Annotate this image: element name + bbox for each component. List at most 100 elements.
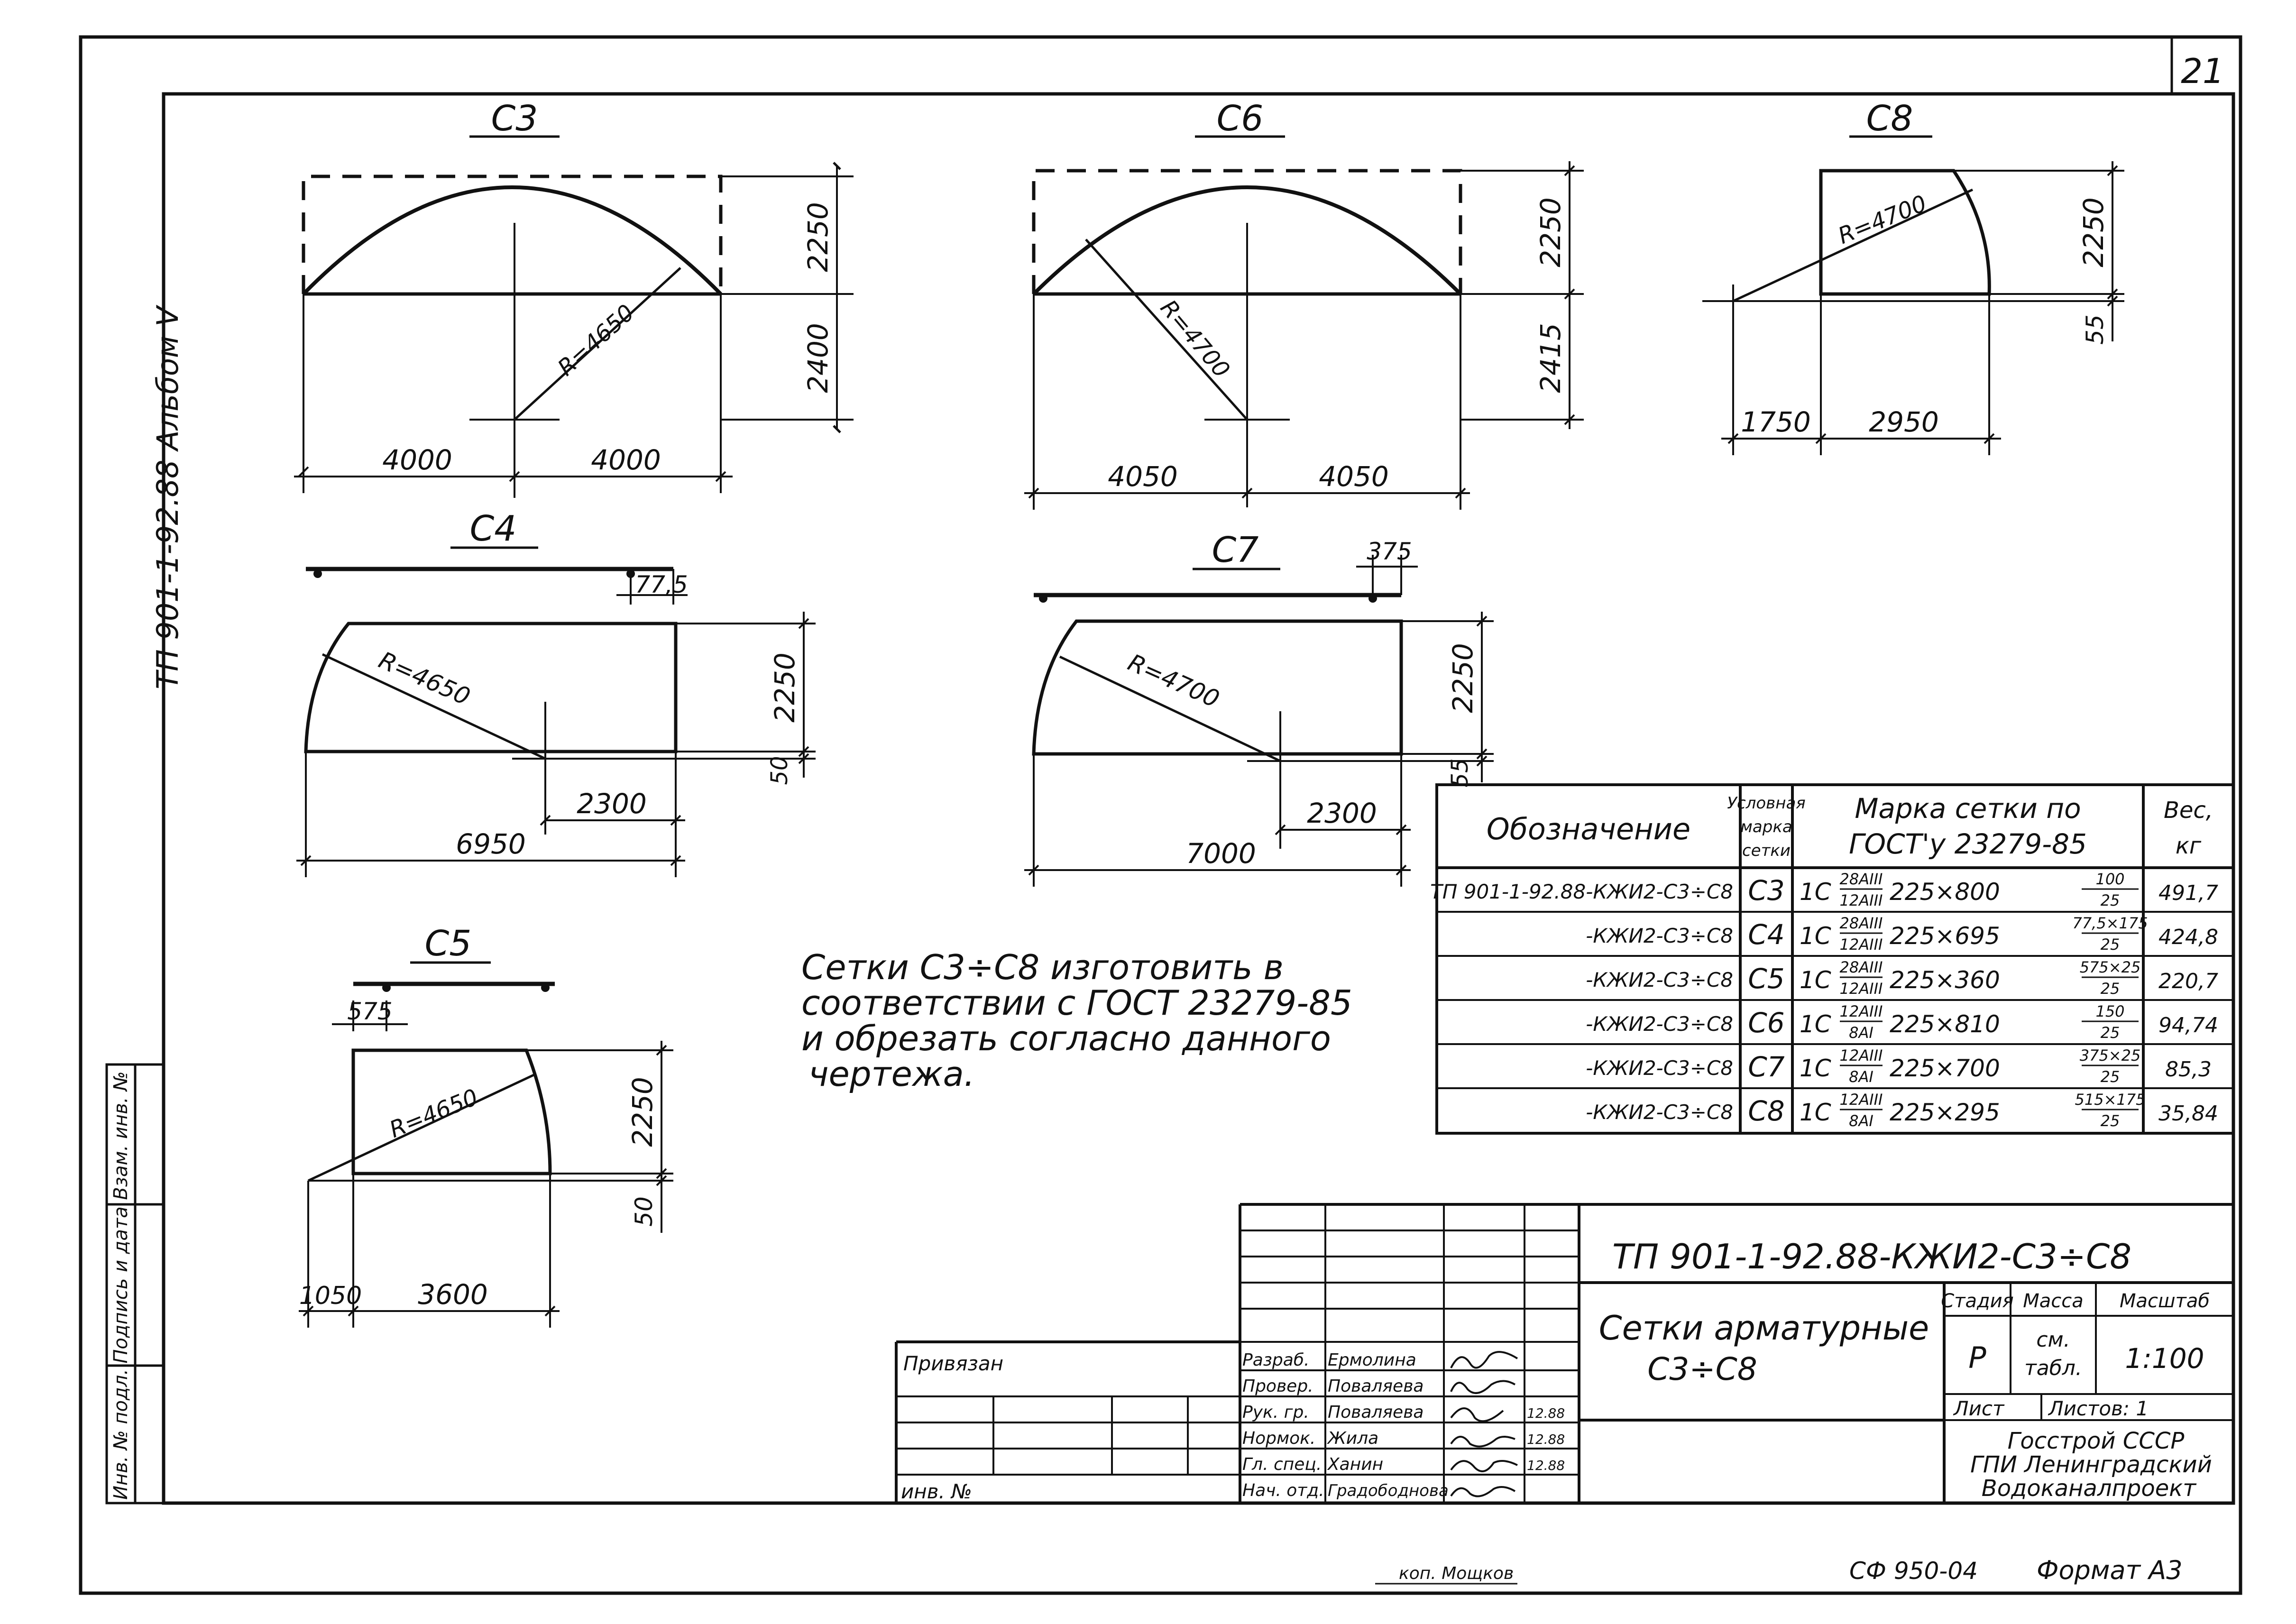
org-line-1: Госстрой СССР — [2008, 1428, 2185, 1454]
note-line-1: Сетки С3÷С8 изготовить в — [801, 947, 1284, 987]
c6-label: С6 — [1217, 98, 1264, 139]
role-label: Нач. отд. — [1242, 1481, 1324, 1500]
row-tail-den: 25 — [2101, 1024, 2120, 1042]
privyazan-label: Привязан — [903, 1352, 1003, 1375]
row-size: 225×360 — [1890, 966, 2000, 994]
side-stamp — [105, 1063, 165, 1505]
row-mark: С7 — [1748, 1051, 1784, 1083]
c5-radius: R=4650 — [386, 1084, 482, 1143]
c6-dim-left: 4050 — [1108, 460, 1178, 493]
row-frac-den: 8АI — [1849, 1112, 1874, 1130]
signatures — [1450, 1351, 1518, 1497]
c4-dim-inner: 2300 — [577, 788, 647, 820]
role-label: Рук. гр. — [1242, 1403, 1309, 1422]
role-label: Провер. — [1242, 1376, 1313, 1396]
album-title: ТП 901-1-92.88 Альбом V — [150, 304, 185, 689]
row-mark: С8 — [1748, 1095, 1784, 1127]
row-mark: С4 — [1748, 918, 1784, 951]
copied-by: коп. Мощков — [1399, 1564, 1514, 1583]
row-gost-prefix: 1С — [1800, 1010, 1831, 1038]
row-size: 225×695 — [1890, 922, 2000, 950]
note-line-2: соответствии с ГОСТ 23279-85 — [801, 983, 1352, 1023]
row-frac-num: 12АIII — [1840, 1091, 1883, 1109]
row-mark: С3 — [1748, 874, 1784, 907]
row-tail-num: 575×25 — [2080, 958, 2141, 976]
row-tail-den: 25 — [2101, 1068, 2120, 1086]
row-mark: С6 — [1748, 1007, 1784, 1039]
table-row: ТП 901-1-92.88-КЖИ2-С3÷С8 С3 1С 28АIII 1… — [1430, 870, 2218, 909]
mesh-c4: С4 77,5 R=4650 2250 50 — [296, 508, 816, 877]
c8-radius: R=4700 — [1835, 190, 1930, 249]
c3-radius: R=4650 — [553, 299, 640, 381]
row-frac-den: 8АI — [1849, 1024, 1874, 1042]
c4-dim-top: 77,5 — [635, 571, 688, 598]
c4-dim-small: 50 — [766, 756, 793, 785]
mesh-c6: С6 R=4700 2250 2415 4050 — [1024, 98, 1584, 510]
form-code: СФ 950-04 — [1849, 1557, 1978, 1585]
c7-radius: R=4700 — [1124, 649, 1223, 713]
c3-dim-right: 4000 — [591, 444, 661, 476]
spec-header-designation: Обозначение — [1487, 812, 1690, 846]
spec-header-grid-2: ГОСТ'у 23279-85 — [1849, 828, 2087, 860]
row-gost-prefix: 1С — [1800, 1055, 1831, 1082]
doc-designation: ТП 901-1-92.88-КЖИ2-С3÷С8 — [1612, 1237, 2131, 1276]
mass-value-2: табл. — [2024, 1356, 2082, 1380]
row-gost-prefix: 1С — [1800, 966, 1831, 994]
sheet-header: Лист — [1953, 1397, 2005, 1420]
row-gost-prefix: 1С — [1800, 878, 1831, 906]
row-designation: -КЖИ2-С3÷С8 — [1586, 968, 1733, 991]
table-row: -КЖИ2-С3÷С8 С6 1С 12АIII 8АI 225×810 150… — [1586, 1002, 2218, 1042]
sheets-header: Листов: 1 — [2048, 1397, 2149, 1420]
person-name: Жила — [1327, 1429, 1378, 1448]
table-row: -КЖИ2-С3÷С8 С4 1С 28АIII 12АIII 225×695 … — [1586, 914, 2218, 954]
scale-value: 1:100 — [2125, 1342, 2204, 1375]
c8-dim-h: 2250 — [2077, 197, 2110, 267]
row-weight: 424,8 — [2158, 925, 2218, 949]
note-line-3: и обрезать согласно данного — [801, 1018, 1331, 1058]
c8-radius-line — [1732, 188, 1974, 303]
c4-dim-h: 2250 — [769, 652, 801, 723]
row-tail-num: 150 — [2095, 1002, 2124, 1020]
row-weight: 491,7 — [2158, 881, 2218, 905]
row-frac-den: 8АI — [1849, 1068, 1874, 1086]
c7-outline — [1032, 619, 1403, 756]
row-size: 225×800 — [1890, 878, 2000, 906]
mesh-c3: С3 R=4650 2250 2400 4000 4000 — [294, 98, 854, 498]
row-gost-prefix: 1С — [1800, 922, 1831, 950]
row-tail-num: 515×175 — [2075, 1091, 2146, 1109]
row-designation: ТП 901-1-92.88-КЖИ2-С3÷С8 — [1430, 880, 1733, 903]
c7-dim-small: 55 — [1447, 758, 1473, 787]
row-frac-den: 12АIII — [1840, 980, 1883, 998]
person-name: Ермолина — [1328, 1350, 1416, 1370]
person-date: 12.88 — [1527, 1405, 1565, 1421]
c3-label: С3 — [491, 98, 538, 139]
row-frac-num: 28АIII — [1840, 870, 1883, 888]
row-weight: 35,84 — [2158, 1101, 2218, 1126]
row-frac-num: 12АIII — [1840, 1046, 1883, 1064]
c7-dim-inner: 2300 — [1307, 797, 1377, 829]
inv-no-label: инв. № — [901, 1480, 972, 1503]
title-block: ТП 901-1-92.88-КЖИ2-С3÷С8 Сетки арматурн… — [895, 1203, 2233, 1503]
c7-dim-total: 7000 — [1186, 837, 1256, 870]
mesh-c5: С5 575 R=4650 2250 50 — [299, 923, 673, 1328]
row-size: 225×810 — [1890, 1010, 2000, 1038]
row-size: 225×700 — [1890, 1055, 2000, 1082]
row-designation: -КЖИ2-С3÷С8 — [1586, 1101, 1733, 1124]
row-gost-prefix: 1С — [1800, 1099, 1831, 1126]
row-frac-den: 12АIII — [1840, 936, 1883, 954]
sheet-number: 21 — [2181, 51, 2224, 91]
c8-dim-left: 1750 — [1741, 406, 1811, 438]
spec-header-weight-2: кг — [2176, 833, 2202, 859]
table-row: -КЖИ2-С3÷С8 С5 1С 28АIII 12АIII 225×360 … — [1586, 958, 2218, 998]
spec-header-mark-2: марка — [1740, 817, 1792, 836]
row-tail-num: 77,5×175 — [2072, 914, 2148, 932]
row-tail-den: 25 — [2101, 936, 2120, 954]
stage-value: Р — [1968, 1340, 1986, 1375]
c5-dim-small: 50 — [630, 1196, 658, 1227]
doc-name-2: С3÷С8 — [1647, 1351, 1757, 1387]
side-vzam-label: Взам. инв. № — [110, 1071, 132, 1200]
c6-dim-right: 4050 — [1319, 460, 1389, 493]
c6-radius: R=4700 — [1155, 295, 1235, 383]
mesh-c8: С8 R=4700 1750 2950 2250 55 — [1702, 98, 2124, 455]
